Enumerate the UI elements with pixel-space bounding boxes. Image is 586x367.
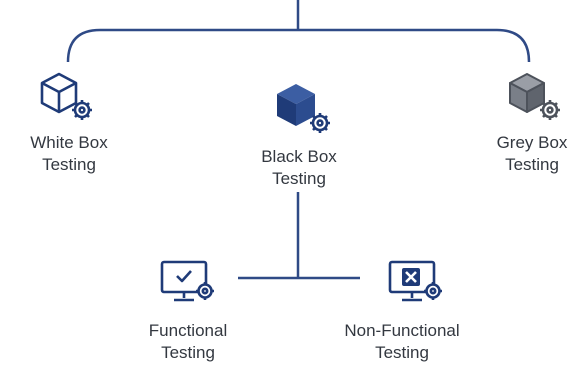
cube-solid-gear-icon	[277, 84, 330, 133]
black-box-testing-label: Black Box Testing	[247, 146, 351, 190]
grey-box-line1: Grey Box	[496, 133, 568, 152]
top-branch-line	[66, 28, 531, 63]
black-box-line2: Testing	[272, 169, 326, 188]
white-box-testing-label: White Box Testing	[18, 132, 120, 176]
connector-lines	[66, 0, 531, 280]
non-functional-line2: Testing	[375, 343, 429, 362]
white-box-line1: White Box	[30, 133, 108, 152]
grey-box-testing-label: Grey Box Testing	[482, 132, 582, 176]
cube-grey-gear-icon	[509, 73, 560, 120]
non-functional-line1: Non-Functional	[344, 321, 460, 340]
white-box-line2: Testing	[42, 155, 96, 174]
black-box-line1: Black Box	[261, 147, 337, 166]
non-functional-testing-label: Non-Functional Testing	[330, 320, 474, 364]
cube-outline-gear-icon	[40, 72, 92, 120]
functional-line1: Functional	[148, 321, 228, 340]
monitor-check-gear-icon	[160, 260, 214, 302]
functional-testing-label: Functional Testing	[130, 320, 246, 364]
grey-box-line2: Testing	[505, 155, 559, 174]
monitor-cross-gear-icon	[388, 260, 442, 302]
functional-line2: Testing	[161, 343, 215, 362]
